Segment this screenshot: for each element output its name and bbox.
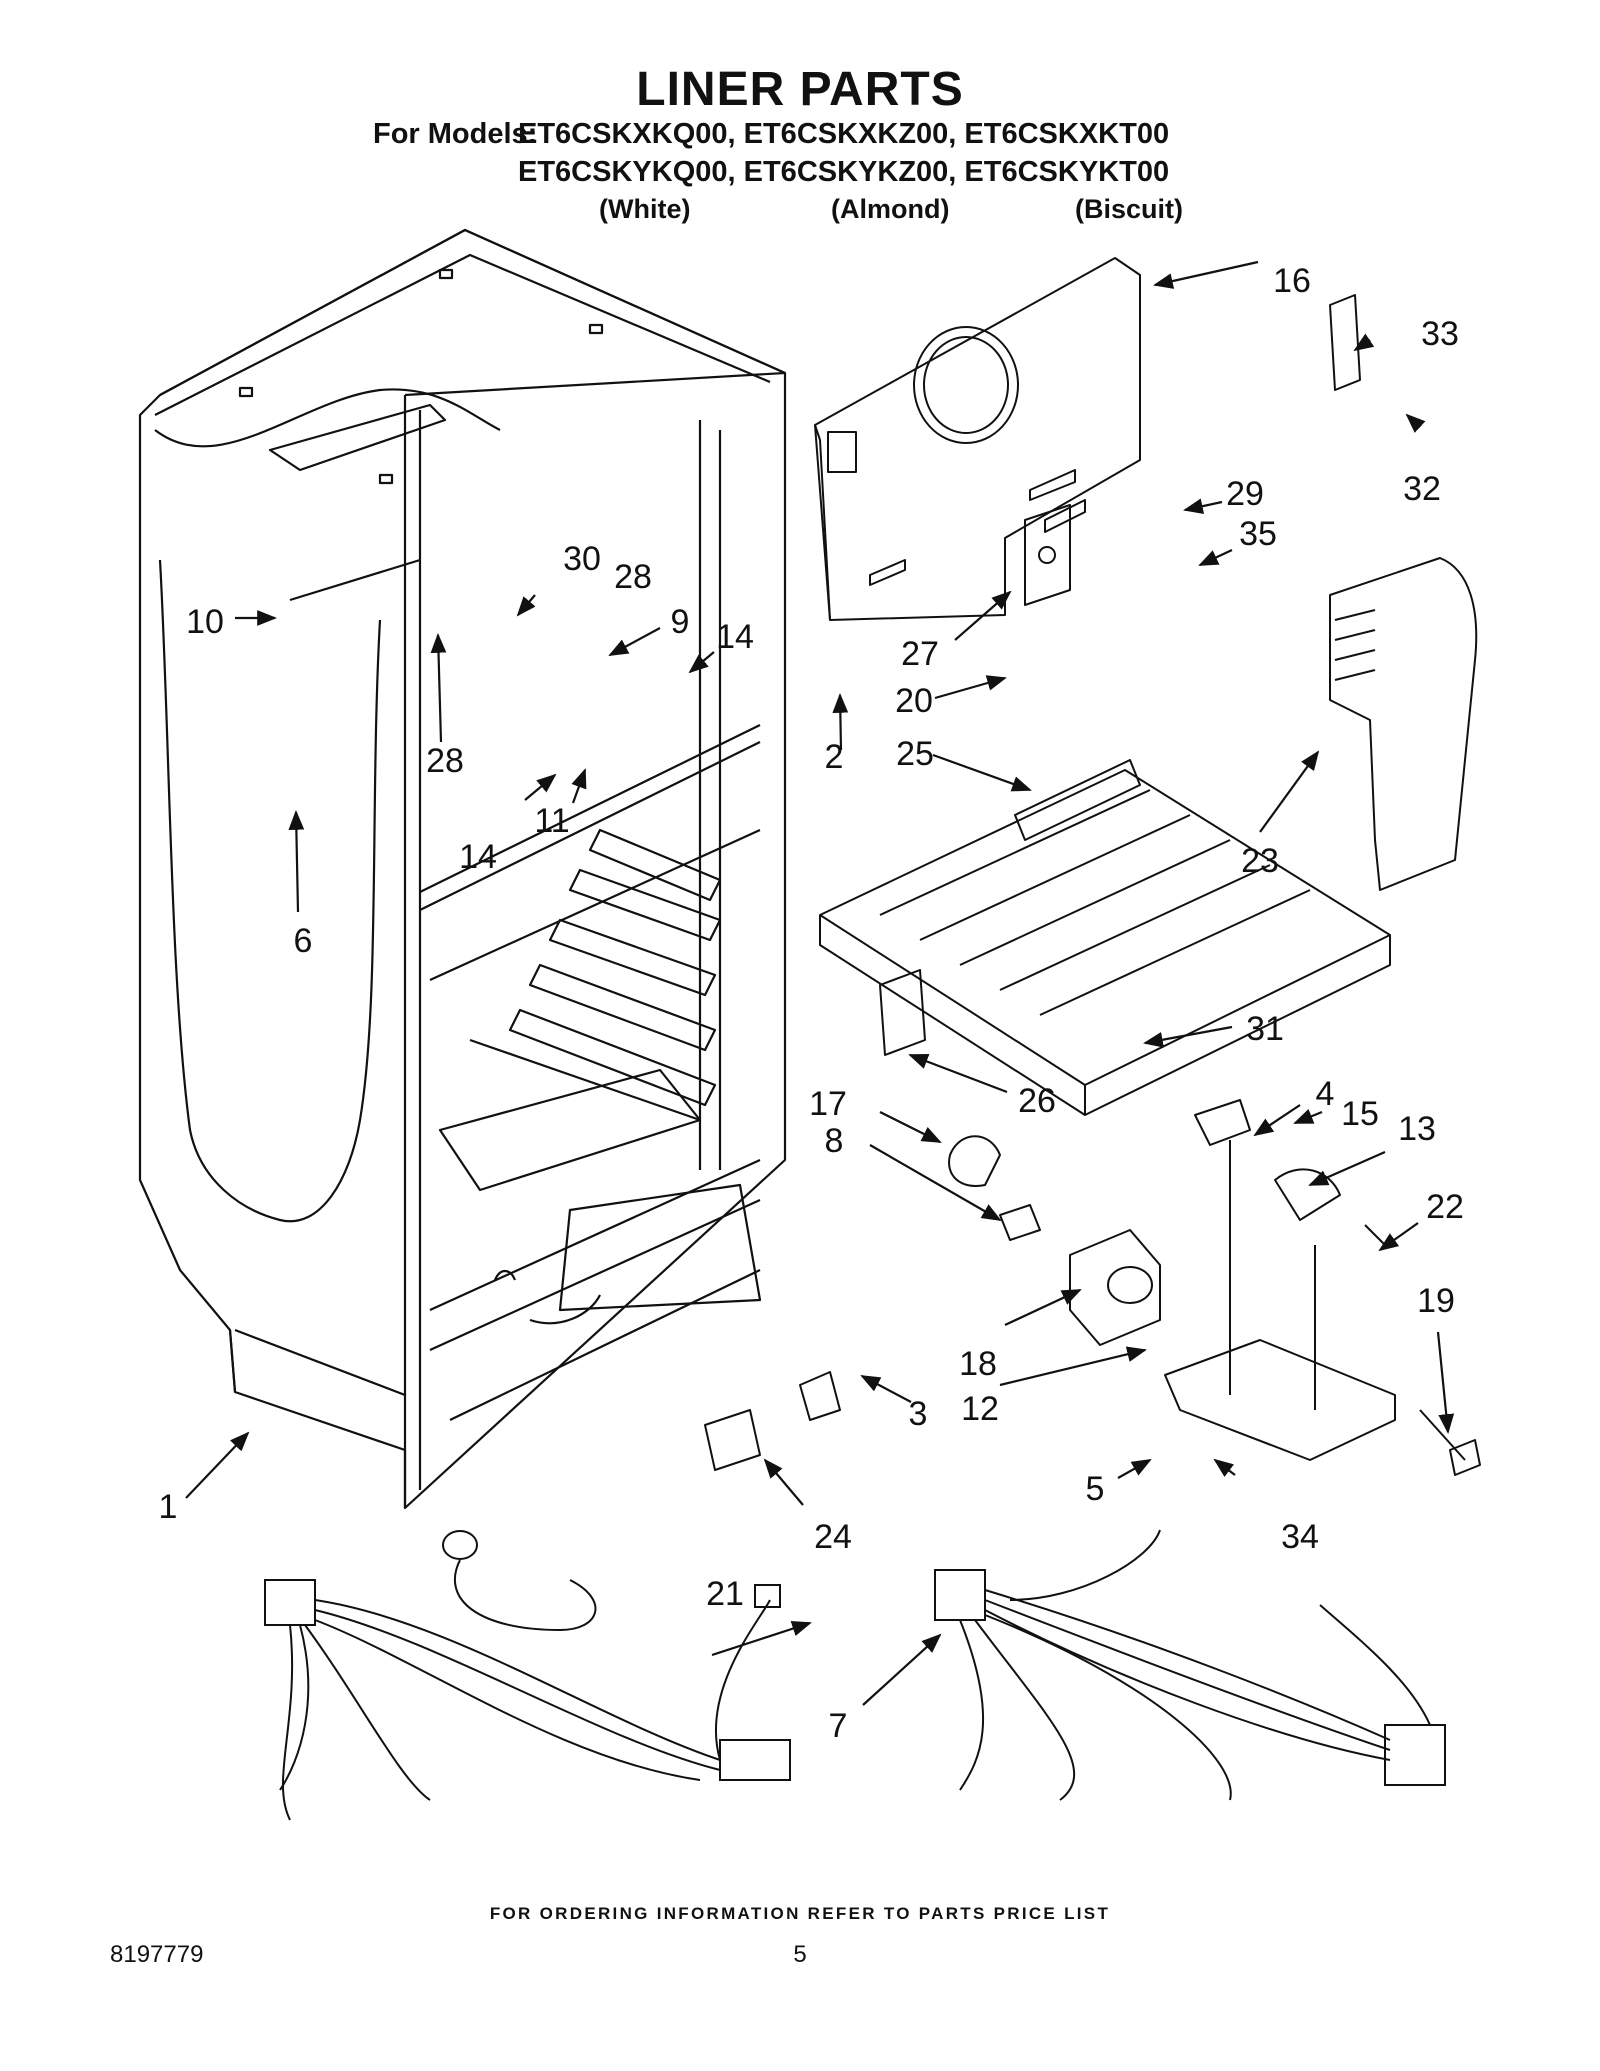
color-white: (White) [599,194,691,224]
callout-8: 8 [825,1122,844,1160]
callout-arrows [185,260,1455,1706]
callout-24: 24 [814,1518,852,1556]
callout-3: 3 [909,1395,928,1433]
color-almond: (Almond) [831,194,950,224]
color-biscuit: (Biscuit) [1075,194,1183,224]
models-line-2: ET6CSKYKQ00, ET6CSKYKZ00, ET6CSKYKT00 [518,156,1170,188]
callout-21: 21 [706,1575,744,1613]
callout-6: 6 [294,922,313,960]
callout-28: 28 [426,742,464,780]
light-housing [704,294,1481,1476]
callout-35: 35 [1239,515,1277,553]
callout-14b: 14 [459,838,497,876]
shelf-tray [819,759,1391,1116]
callout-12: 12 [961,1390,999,1428]
callout-5: 5 [1086,1470,1105,1508]
callout-22: 22 [1426,1188,1464,1226]
callout-10: 10 [186,603,224,641]
ordering-note: FOR ORDERING INFORMATION REFER TO PARTS … [489,1904,1111,1923]
callout-31: 31 [1246,1010,1284,1048]
models-label: For Models: [373,118,538,150]
callout-27: 27 [901,635,939,673]
callout-26: 26 [1018,1082,1056,1120]
refrigerator-liner [138,228,787,1510]
callout-28b: 28 [614,558,652,596]
callout-19: 19 [1417,1282,1455,1320]
callout-4: 4 [1316,1075,1335,1113]
callout-2: 2 [825,738,844,776]
callout-1: 1 [159,1488,178,1526]
evaporator-cover-panel [814,257,1141,621]
callout-20: 20 [895,682,933,720]
callout-33: 33 [1421,315,1459,353]
page-title: LINER PARTS [636,63,964,116]
callout-7: 7 [829,1707,848,1745]
callout-34: 34 [1281,1518,1319,1556]
callout-16: 16 [1273,262,1311,300]
callout-32: 32 [1403,470,1441,508]
page-number: 5 [793,1941,807,1968]
callout-23: 23 [1241,842,1279,880]
callout-labels: 1 2 3 4 5 6 7 8 9 10 11 12 13 14 14 15 1… [159,262,1464,1745]
callout-29: 29 [1226,475,1264,513]
callout-18: 18 [959,1345,997,1383]
models-line-1: ET6CSKXKQ00, ET6CSKXKZ00, ET6CSKXKT00 [518,118,1170,150]
callout-30: 30 [563,540,601,578]
control-housing [1329,557,1478,891]
callout-25: 25 [896,735,934,773]
callout-17: 17 [809,1085,847,1123]
callout-14: 14 [716,618,754,656]
callout-13: 13 [1398,1110,1436,1148]
wire-harnesses [264,1529,1446,1821]
callout-15: 15 [1341,1095,1379,1133]
document-number: 8197779 [110,1941,204,1968]
callout-9: 9 [671,603,690,641]
callout-11: 11 [534,802,569,840]
